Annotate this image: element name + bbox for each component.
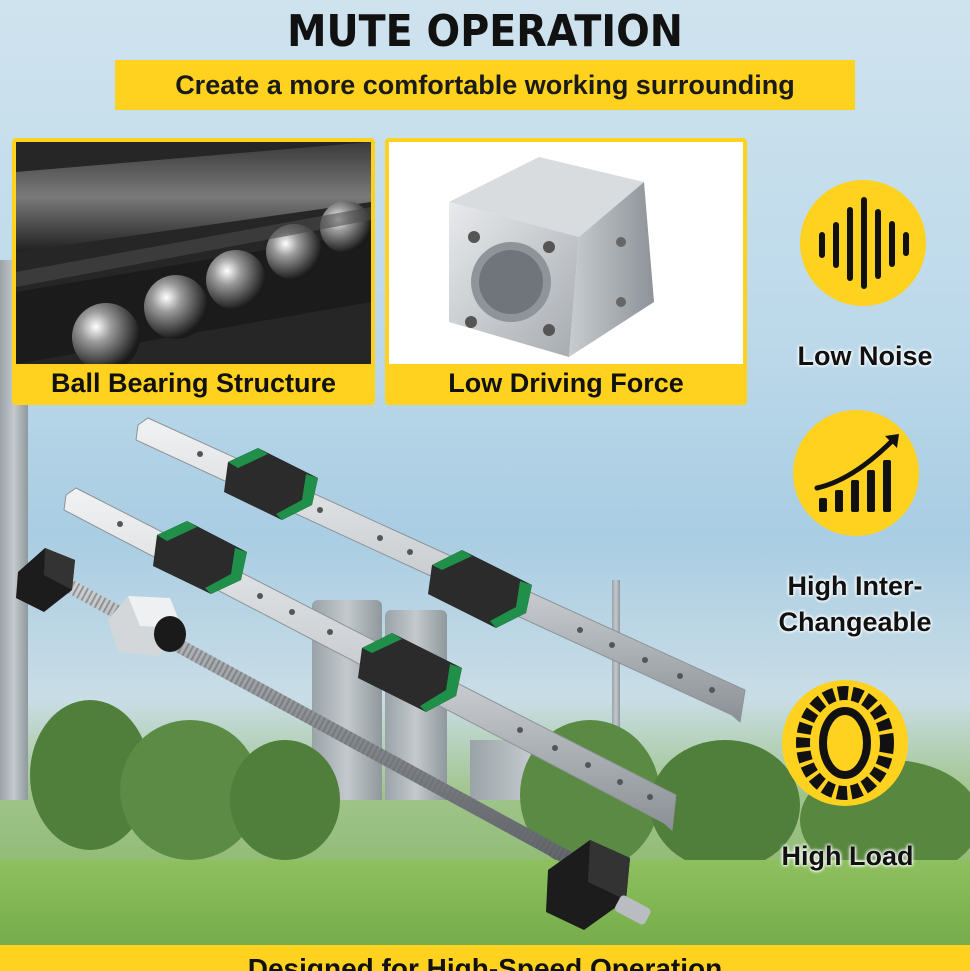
feature-label-high-load: High Load	[781, 841, 914, 871]
footer-text: Designed for High-Speed Operation	[247, 953, 723, 971]
ball-bearing-photo	[16, 142, 372, 371]
tree	[230, 740, 340, 860]
feature-label-low-noise: Low Noise	[797, 341, 933, 371]
subtitle-banner: Create a more comfortable working surrou…	[115, 60, 855, 110]
card-label: Ball Bearing Structure	[50, 368, 337, 398]
subtitle-text: Create a more comfortable working surrou…	[175, 69, 795, 100]
ballscrew-nut-housing-photo	[389, 142, 743, 364]
feature-label-inter-changeable: High Inter-Changeable	[778, 571, 932, 637]
tree	[520, 720, 660, 870]
card-driving-force: Low Driving Force	[385, 138, 747, 405]
factory-silo	[385, 610, 447, 800]
card-label: Low Driving Force	[448, 368, 684, 398]
growth-chart-icon	[793, 410, 919, 536]
page-title: MUTE OPERATION	[287, 6, 683, 57]
tire-icon	[782, 680, 908, 806]
card-ball-bearing: Ball Bearing Structure	[12, 138, 375, 405]
sound-wave-icon	[800, 180, 926, 306]
footer-banner: Designed for High-Speed Operation	[0, 945, 970, 971]
